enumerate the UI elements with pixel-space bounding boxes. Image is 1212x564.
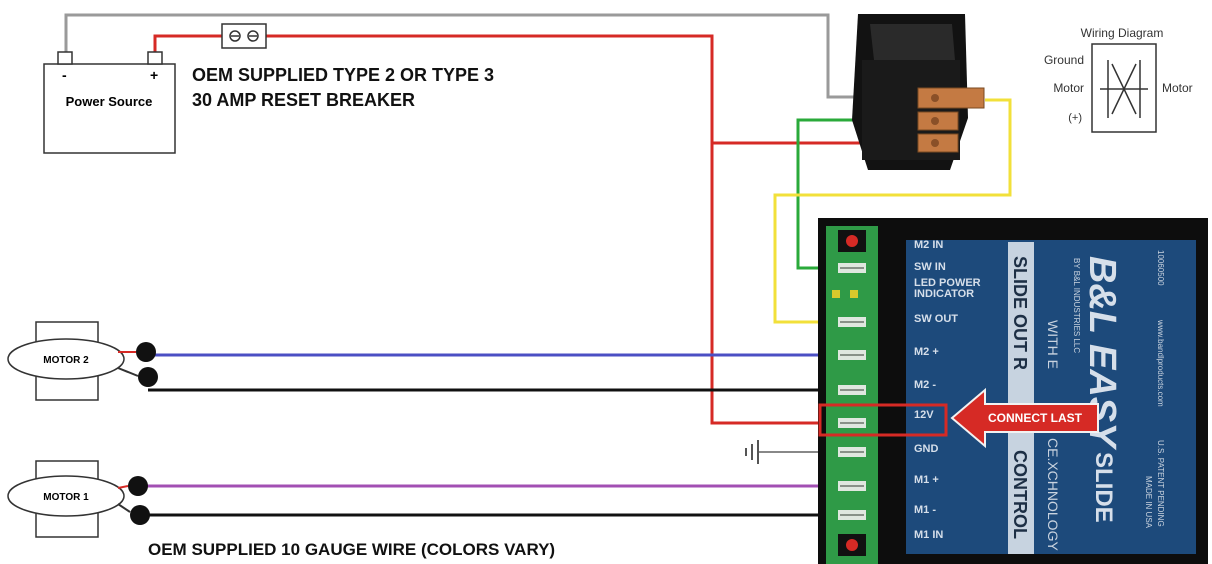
controller-title: SLIDE OUT R xyxy=(1010,256,1030,370)
battery-positive-sign: + xyxy=(150,67,158,83)
pcb-screw-terminal xyxy=(838,263,866,273)
controller-subtitle: WITH E xyxy=(1045,320,1061,369)
terminal-label-m2: M2 - xyxy=(914,379,936,391)
wiring-diagram-plus: (+) xyxy=(1068,112,1082,124)
wiring-diagram-motor-left: Motor xyxy=(1053,81,1084,95)
wiring-diagram-ground: Ground xyxy=(1044,53,1084,67)
motor-2-terminal-pos xyxy=(136,342,156,362)
wire-note: OEM SUPPLIED 10 GAUGE WIRE (COLORS VARY) xyxy=(148,540,555,559)
terminal-label-m1: M1 + xyxy=(914,474,939,486)
motor-1: MOTOR 1 xyxy=(7,460,150,538)
terminal-label-sw-out: SW OUT xyxy=(914,313,958,325)
pcb-terminals xyxy=(838,263,866,520)
controller-subtitle-tail: CE.XCHNOLOGY xyxy=(1045,438,1061,551)
pcb-screw-terminal xyxy=(838,481,866,491)
connect-12v-highlight xyxy=(818,403,948,437)
motor-2: MOTOR 2 xyxy=(7,321,158,401)
connect-last-arrow xyxy=(950,387,1099,449)
battery-negative-sign: - xyxy=(62,67,67,83)
controller-brand-tail: SLIDE xyxy=(1090,452,1117,523)
terminal-label-led-indicator: INDICATOR xyxy=(914,288,974,300)
controller-patent: U.S. PATENT PENDING xyxy=(1156,440,1165,527)
breaker-label-line1: OEM SUPPLIED TYPE 2 OR TYPE 3 xyxy=(192,65,494,85)
motor-1-label: MOTOR 1 xyxy=(43,492,89,503)
controller-website: www.bandlproducts.com xyxy=(1156,319,1165,407)
reset-breaker xyxy=(221,23,267,49)
switch-terminal-top xyxy=(917,87,985,109)
controller-made-in: MADE IN USA xyxy=(1144,476,1153,529)
terminal-label-led-power: LED POWER xyxy=(914,277,981,289)
controller-part-no: 10060500 xyxy=(1156,250,1165,286)
red-wire-breaker xyxy=(153,34,228,52)
terminal-label-sw-in: SW IN xyxy=(914,261,946,273)
connect-last-label: CONNECT LAST xyxy=(988,411,1083,425)
pcb-screw-terminal xyxy=(838,317,866,327)
terminal-label-m2-in: M2 IN xyxy=(914,239,943,251)
controller-label xyxy=(906,240,1196,554)
motor-2-label: MOTOR 2 xyxy=(43,355,89,366)
breaker-label-line2: 30 AMP RESET BREAKER xyxy=(192,90,415,110)
pcb-screw-terminal xyxy=(838,350,866,360)
power-source-label: Power Source xyxy=(66,94,153,109)
motor-1-terminal-pos xyxy=(128,476,148,496)
terminal-label-gnd: GND xyxy=(914,443,939,455)
ground-symbol xyxy=(745,440,759,464)
controller-company: BY B&L INDUSTRIES LLC xyxy=(1072,258,1081,353)
pcb-screw-terminal xyxy=(838,447,866,457)
wiring-diagram-inset: Wiring Diagram Ground Motor (+) Motor xyxy=(1044,26,1193,133)
yellow-wire xyxy=(773,98,1012,324)
pcb-screw-terminal xyxy=(838,510,866,520)
wiring-diagram-motor-right: Motor xyxy=(1162,81,1193,95)
terminal-label-m1: M1 - xyxy=(914,504,936,516)
motor-1-terminal-neg xyxy=(130,505,150,525)
controller-title-tail: CONTROL xyxy=(1010,450,1030,539)
terminal-label-12v: 12V xyxy=(914,409,934,421)
motor-2-terminal-neg xyxy=(138,367,158,387)
rocker-switch xyxy=(852,14,985,170)
pcb-screw-terminal xyxy=(838,385,866,395)
terminal-label-m2: M2 + xyxy=(914,346,939,358)
power-source-battery: - + Power Source xyxy=(43,51,176,154)
red-wire-main xyxy=(262,34,826,425)
wiring-diagram-title: Wiring Diagram xyxy=(1081,26,1164,40)
gray-wire xyxy=(64,13,900,99)
pcb-screw-terminal xyxy=(838,418,866,428)
terminal-label-m1-in: M1 IN xyxy=(914,529,943,541)
